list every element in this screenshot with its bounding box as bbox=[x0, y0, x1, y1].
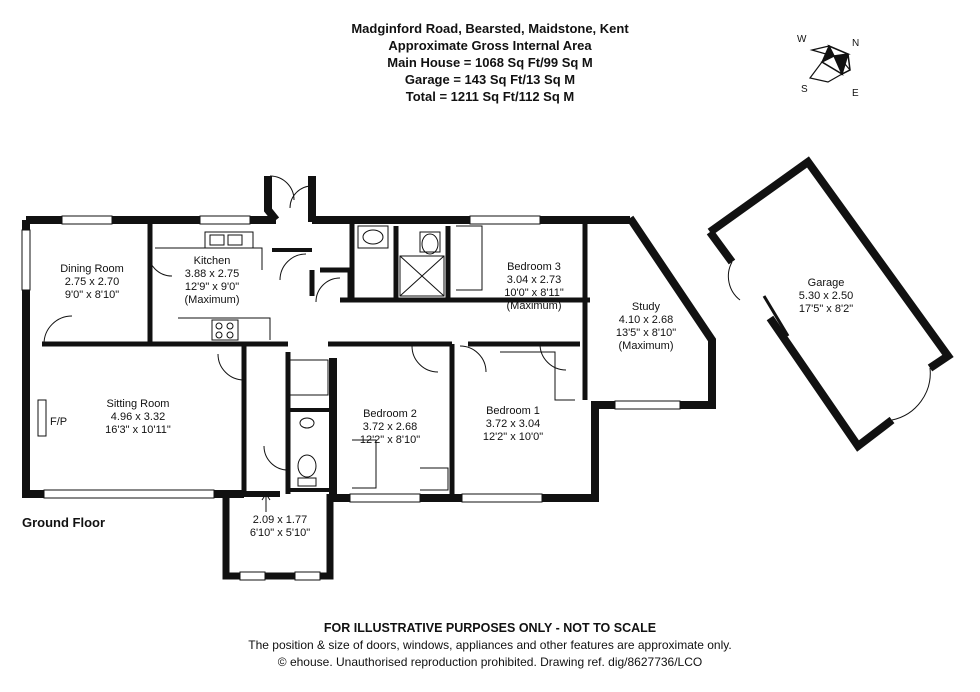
bedroom2-imperial: 12'2" x 8'10" bbox=[360, 434, 420, 446]
study-note: (Maximum) bbox=[619, 340, 674, 352]
kitchen-metric: 3.88 x 2.75 bbox=[185, 268, 239, 280]
area-subtitle: Approximate Gross Internal Area bbox=[388, 38, 592, 53]
sitting-room-name: Sitting Room bbox=[107, 398, 170, 410]
compass-icon: W N S E bbox=[797, 34, 859, 99]
plan-header: Madginford Road, Bearsted, Maidstone, Ke… bbox=[240, 20, 740, 105]
compass-e-label: E bbox=[852, 88, 859, 99]
sitting-room-metric: 4.96 x 3.32 bbox=[111, 411, 165, 423]
house-walls bbox=[22, 176, 716, 580]
entrance-arrow-icon bbox=[261, 493, 271, 512]
fixtures bbox=[155, 225, 575, 491]
study-imperial: 13'5" x 8'10" bbox=[616, 327, 676, 339]
garage-name: Garage bbox=[808, 277, 845, 289]
copyright-text: © ehouse. Unauthorised reproduction proh… bbox=[277, 655, 703, 669]
bedroom3-note: (Maximum) bbox=[507, 300, 562, 312]
bedroom2-name: Bedroom 2 bbox=[363, 408, 417, 420]
disclaimer-text: FOR ILLUSTRATIVE PURPOSES ONLY - NOT TO … bbox=[323, 621, 657, 635]
bedroom3-imperial: 10'0" x 8'11" bbox=[504, 287, 564, 299]
garage-imperial: 17'5" x 8'2" bbox=[799, 303, 853, 315]
porch-metric: 2.09 x 1.77 bbox=[253, 514, 307, 526]
dining-room-metric: 2.75 x 2.70 bbox=[65, 276, 119, 288]
bedroom3-metric: 3.04 x 2.73 bbox=[507, 274, 561, 286]
dining-room-name: Dining Room bbox=[60, 263, 124, 275]
total-area: Total = 1211 Sq Ft/112 Sq M bbox=[405, 89, 575, 104]
room-labels: Dining Room 2.75 x 2.70 9'0" x 8'10" Kit… bbox=[50, 255, 853, 539]
porch-imperial: 6'10" x 5'10" bbox=[250, 527, 310, 539]
compass-n-label: N bbox=[852, 38, 859, 49]
floor-label: Ground Floor bbox=[22, 515, 106, 530]
garage-walls bbox=[706, 156, 954, 452]
sitting-room-imperial: 16'3" x 10'11" bbox=[105, 424, 171, 436]
compass-s-label: S bbox=[801, 84, 808, 95]
plan-footer: FOR ILLUSTRATIVE PURPOSES ONLY - NOT TO … bbox=[190, 620, 790, 671]
garage-metric: 5.30 x 2.50 bbox=[799, 290, 853, 302]
study-name: Study bbox=[632, 301, 661, 313]
address-title: Madginford Road, Bearsted, Maidstone, Ke… bbox=[351, 21, 629, 36]
study-metric: 4.10 x 2.68 bbox=[619, 314, 673, 326]
bedroom3-name: Bedroom 3 bbox=[507, 261, 561, 273]
fireplace-label: F/P bbox=[50, 416, 67, 428]
bedroom1-imperial: 12'2" x 10'0" bbox=[483, 431, 543, 443]
kitchen-imperial: 12'9" x 9'0" bbox=[185, 281, 239, 293]
kitchen-name: Kitchen bbox=[194, 255, 231, 267]
windows bbox=[21, 215, 681, 581]
accuracy-note: The position & size of doors, windows, a… bbox=[248, 638, 732, 652]
bedroom2-metric: 3.72 x 2.68 bbox=[363, 421, 417, 433]
bedroom1-name: Bedroom 1 bbox=[486, 405, 540, 417]
bedroom1-metric: 3.72 x 3.04 bbox=[486, 418, 540, 430]
compass-w-label: W bbox=[797, 34, 807, 45]
door-swings bbox=[43, 175, 567, 471]
dining-room-imperial: 9'0" x 8'10" bbox=[65, 289, 119, 301]
kitchen-note: (Maximum) bbox=[185, 294, 240, 306]
garage-area: Garage = 143 Sq Ft/13 Sq M bbox=[404, 72, 576, 87]
main-house-area: Main House = 1068 Sq Ft/99 Sq M bbox=[387, 55, 593, 70]
